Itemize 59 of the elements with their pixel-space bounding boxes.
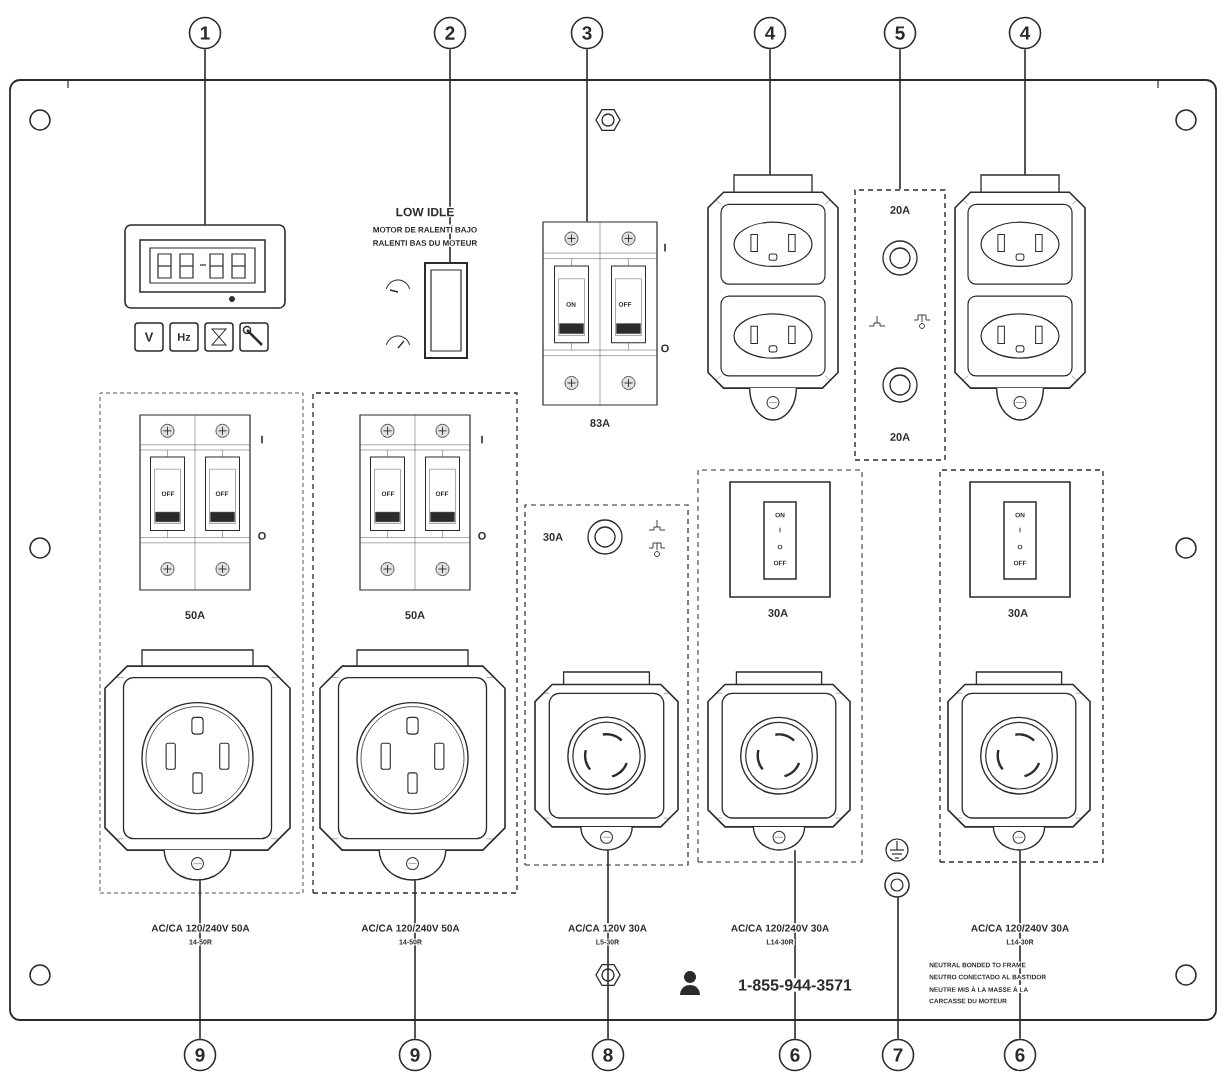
receptacle-label: AC/CA 120/240V 50A [150,923,251,933]
receptacle-drawing [319,649,506,881]
meter-button: Hz [169,322,199,352]
callout-number: 7 [881,1038,915,1072]
rating-label: 20A [890,206,910,214]
meter-drawing [124,224,286,309]
rating-label: 50A [405,611,425,619]
receptacle-drawing [707,174,839,421]
receptacle-drawing [707,671,851,851]
position-mark: I [662,242,668,253]
receptacle-drawing [534,671,679,851]
leader-line [899,48,901,191]
position-mark: I [261,435,263,444]
position-mark: I [481,435,483,444]
leader-line [897,896,899,1040]
callout-number: 6 [778,1038,812,1072]
callout-number: 5 [883,16,917,50]
leader-line [449,48,451,264]
leader-line [586,48,588,223]
callout-number: 2 [433,16,467,50]
receptacle-drawing [954,174,1086,421]
callout-number: 4 [1008,16,1042,50]
rating-label: 83A [588,418,612,428]
leader-line [794,849,796,1040]
rating-label: 30A [768,609,788,617]
phone-number: 1-855-944-3571 [737,978,853,992]
callout-number: 8 [591,1038,625,1072]
position-mark: O [659,343,671,354]
callout-number: 1 [188,16,222,50]
callout-number: 6 [1003,1038,1037,1072]
position-mark: O [258,531,266,540]
meter-button: V [134,322,164,352]
leader-line [204,48,206,226]
panel-label: RALENTI BAS DU MOTEUR [371,239,479,247]
receptacle-label: AC/CA 120V 30A [567,923,648,933]
receptacle-label: AC/CA 120/240V 50A [360,923,461,933]
leader-line [1024,48,1026,176]
receptacle-drawing [947,671,1091,851]
callout-number: 9 [183,1038,217,1072]
ground-lug-drawing [884,872,910,898]
callout-number: 4 [753,16,787,50]
rating-label: 50A [185,611,205,619]
leader-line [769,48,771,176]
callout-number: 3 [570,16,604,50]
receptacle-drawing [104,649,291,881]
rating-label: 30A [1008,609,1028,617]
callout-number: 9 [398,1038,432,1072]
rating-label: 20A [890,433,910,441]
rating-label: 30A [543,533,563,541]
idle-switch-drawing [424,262,468,359]
panel-label: MOTOR DE RALENTÍ BAJO [371,224,479,234]
leader-line [1019,849,1021,1040]
leader-line [414,879,416,1040]
position-mark: O [478,531,486,540]
receptacle-label: AC/CA 120/240V 30A [969,923,1071,933]
leader-line [199,879,201,1040]
panel-heading: LOW IDLE [394,206,456,218]
receptacle-label: AC/CA 120/240V 30A [729,923,831,933]
leader-line [607,849,609,1040]
